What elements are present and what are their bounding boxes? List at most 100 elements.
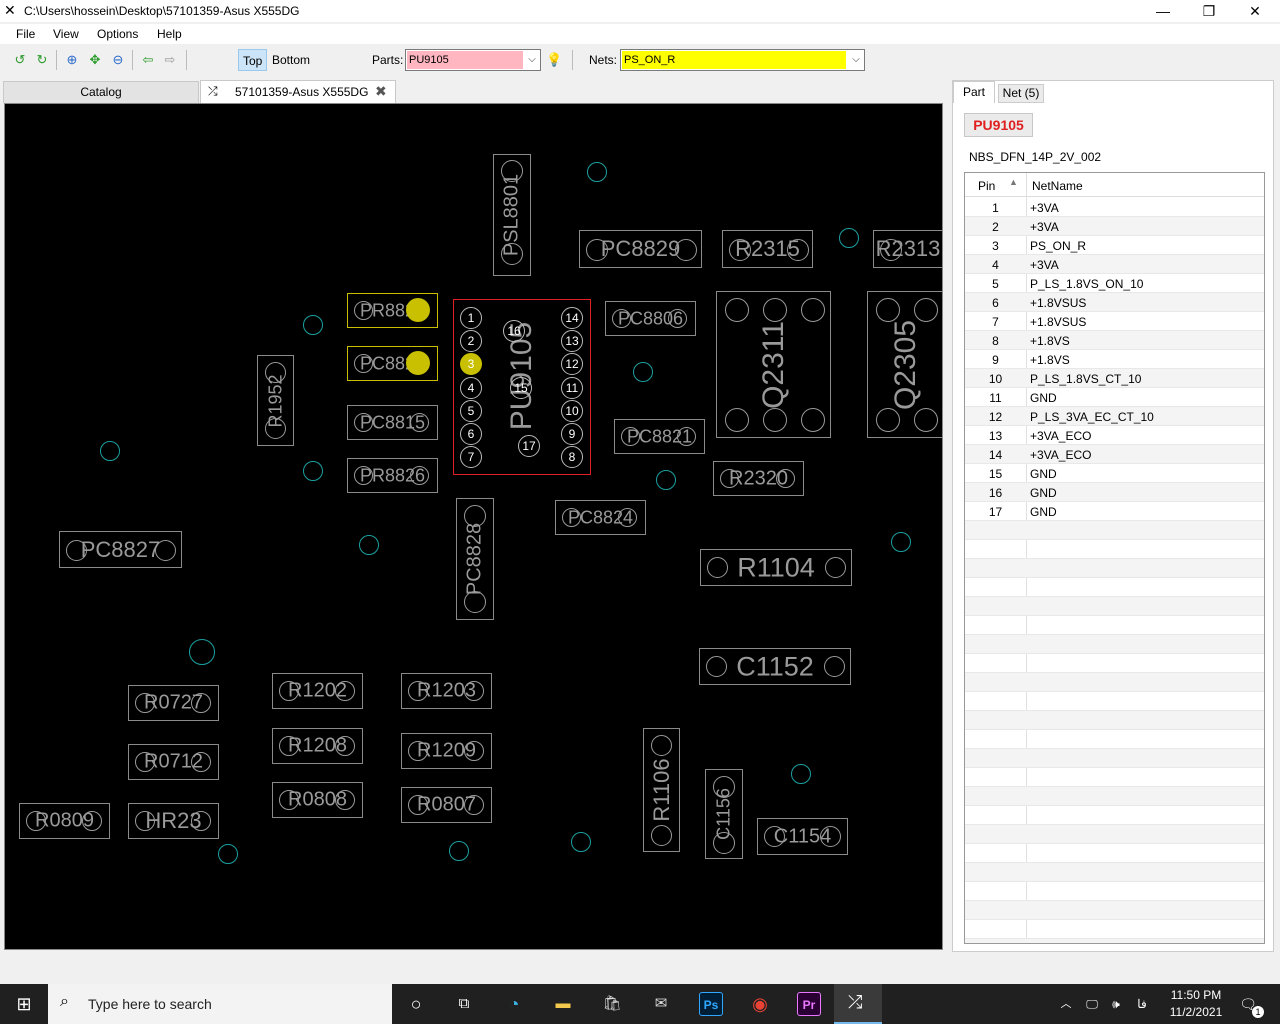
tab-net[interactable]: Net (5) bbox=[998, 84, 1044, 103]
highlighted-pad[interactable] bbox=[406, 298, 430, 322]
table-row[interactable]: 7+1.8VSUS bbox=[965, 312, 1264, 331]
rotate-right-icon[interactable]: ↻ bbox=[36, 52, 48, 67]
column-header-netname[interactable]: NetName bbox=[1032, 179, 1083, 193]
part-pin[interactable]: 13 bbox=[561, 330, 583, 353]
tab-board[interactable]: ⤮ 57101359-Asus X555DG ✖ bbox=[200, 80, 396, 103]
table-row[interactable]: 4+3VA bbox=[965, 255, 1264, 274]
tab-part[interactable]: Part bbox=[953, 81, 995, 103]
table-row[interactable]: 2+3VA bbox=[965, 217, 1264, 236]
component-r2313[interactable]: R2313 bbox=[873, 230, 942, 268]
column-header-pin[interactable]: Pin bbox=[978, 179, 996, 193]
cortana-icon[interactable]: ○ bbox=[410, 994, 422, 1014]
part-pin[interactable]: 10 bbox=[561, 399, 583, 422]
part-pin[interactable]: 11 bbox=[561, 376, 583, 399]
back-arrow-icon[interactable]: ⇦ bbox=[142, 52, 154, 67]
taskbar-search[interactable]: ⌕ Type here to search bbox=[48, 984, 392, 1024]
part-pin[interactable]: 14 bbox=[561, 307, 583, 329]
nets-combobox[interactable]: PS_ON_R ⌵ bbox=[620, 49, 865, 71]
network-icon[interactable]: 🖵 bbox=[1086, 997, 1098, 1011]
highlighted-pad[interactable] bbox=[406, 351, 430, 375]
component-pc8806[interactable]: PC8806 bbox=[605, 301, 696, 336]
part-pin[interactable]: 8 bbox=[561, 446, 583, 469]
component-c1152[interactable]: C1152 bbox=[699, 648, 851, 685]
tab-catalog[interactable]: Catalog bbox=[3, 81, 199, 103]
component-r0808[interactable]: R0808 bbox=[272, 782, 363, 818]
part-pin[interactable]: 3 bbox=[460, 353, 482, 376]
fit-view-icon[interactable]: ✥ bbox=[89, 52, 101, 67]
menu-help[interactable]: Help bbox=[157, 27, 182, 41]
component-r0712[interactable]: R0712 bbox=[128, 744, 219, 780]
top-side-button[interactable]: Top bbox=[238, 49, 268, 71]
chevron-up-icon[interactable]: ︿ bbox=[1060, 998, 1072, 1010]
minimize-button[interactable]: — bbox=[1156, 3, 1170, 19]
table-row[interactable]: 1+3VA bbox=[965, 198, 1264, 217]
part-pin[interactable]: 12 bbox=[561, 353, 583, 376]
component-pc8815[interactable]: PC8815 bbox=[347, 405, 438, 440]
component-r2320[interactable]: R2320 bbox=[713, 461, 804, 496]
close-tab-icon[interactable]: ✖ bbox=[375, 83, 387, 99]
component-hr23[interactable]: HR23 bbox=[128, 803, 219, 839]
component-r1203[interactable]: R1203 bbox=[401, 673, 492, 709]
component-r1106[interactable]: R1106 bbox=[643, 728, 680, 852]
part-pin[interactable]: 9 bbox=[561, 423, 583, 445]
mail-icon[interactable]: ✉ bbox=[654, 995, 668, 1012]
part-pin[interactable]: 1 bbox=[460, 307, 482, 329]
table-row[interactable]: 8+1.8VS bbox=[965, 331, 1264, 350]
component-c1156[interactable]: C1156 bbox=[705, 769, 743, 859]
component-r0727[interactable]: R0727 bbox=[128, 685, 219, 721]
component-pc8829[interactable]: PC8829 bbox=[579, 230, 702, 268]
zoom-out-icon[interactable]: ⊖ bbox=[112, 52, 124, 67]
component-pr8826[interactable]: PR8826 bbox=[347, 458, 438, 493]
component-pc8821[interactable]: PC8821 bbox=[614, 419, 705, 454]
component-pc8827[interactable]: PC8827 bbox=[59, 531, 182, 568]
lightbulb-icon[interactable]: 💡 bbox=[546, 52, 563, 67]
component-r0807[interactable]: R0807 bbox=[401, 787, 492, 823]
selected-part-pu9105[interactable] bbox=[453, 299, 591, 475]
close-button[interactable]: ✕ bbox=[1249, 3, 1261, 19]
menu-options[interactable]: Options bbox=[97, 27, 139, 41]
component-r0809[interactable]: R0809 bbox=[19, 803, 110, 839]
clock-date[interactable]: 11/2/2021 bbox=[1169, 1005, 1223, 1019]
component-pc8824[interactable]: PC8824 bbox=[555, 500, 646, 535]
menu-file[interactable]: File bbox=[16, 27, 36, 41]
chrome-icon[interactable]: ◉ bbox=[752, 994, 768, 1014]
part-pin[interactable]: 16 bbox=[503, 320, 525, 342]
clock-time[interactable]: 11:50 PM bbox=[1170, 988, 1222, 1002]
part-pin[interactable]: 4 bbox=[460, 376, 482, 399]
language-indicator[interactable]: فا bbox=[1137, 997, 1147, 1011]
part-pin[interactable]: 2 bbox=[460, 330, 482, 353]
menu-view[interactable]: View bbox=[53, 27, 79, 41]
chevron-down-icon[interactable]: ⌵ bbox=[852, 54, 860, 65]
edge-icon[interactable]: ◔ bbox=[508, 994, 520, 1014]
component-psl8801[interactable]: PSL8801 bbox=[493, 154, 531, 276]
component-r1104[interactable]: R1104 bbox=[700, 549, 852, 586]
part-pin[interactable]: 5 bbox=[460, 399, 482, 422]
component-q2305[interactable]: Q2305 bbox=[867, 291, 942, 438]
task-view-icon[interactable]: ⧉ bbox=[458, 995, 470, 1012]
component-c1154[interactable]: C1154 bbox=[757, 818, 848, 855]
table-row[interactable]: 6+1.8VSUS bbox=[965, 293, 1264, 312]
part-pin[interactable]: 7 bbox=[460, 446, 482, 469]
chevron-down-icon[interactable]: ⌵ bbox=[528, 54, 536, 65]
component-r1209[interactable]: R1209 bbox=[401, 733, 492, 769]
store-icon[interactable]: 🛍 bbox=[602, 995, 622, 1012]
component-q2311[interactable]: Q2311 bbox=[716, 291, 831, 438]
forward-arrow-icon[interactable]: ⇨ bbox=[164, 52, 176, 67]
part-pin[interactable]: 15 bbox=[510, 377, 532, 399]
component-r1952[interactable]: R1952 bbox=[257, 355, 294, 446]
component-r1208[interactable]: R1208 bbox=[272, 728, 363, 764]
part-pin[interactable]: 17 bbox=[518, 435, 540, 457]
part-pin[interactable]: 6 bbox=[460, 423, 482, 445]
component-r1202[interactable]: R1202 bbox=[272, 673, 363, 709]
rotate-left-icon[interactable]: ↺ bbox=[14, 52, 26, 67]
bottom-side-button[interactable]: Bottom bbox=[272, 53, 311, 67]
restore-button[interactable]: ❐ bbox=[1202, 3, 1216, 19]
taskbar-active-app[interactable]: ⤮ bbox=[834, 984, 882, 1024]
